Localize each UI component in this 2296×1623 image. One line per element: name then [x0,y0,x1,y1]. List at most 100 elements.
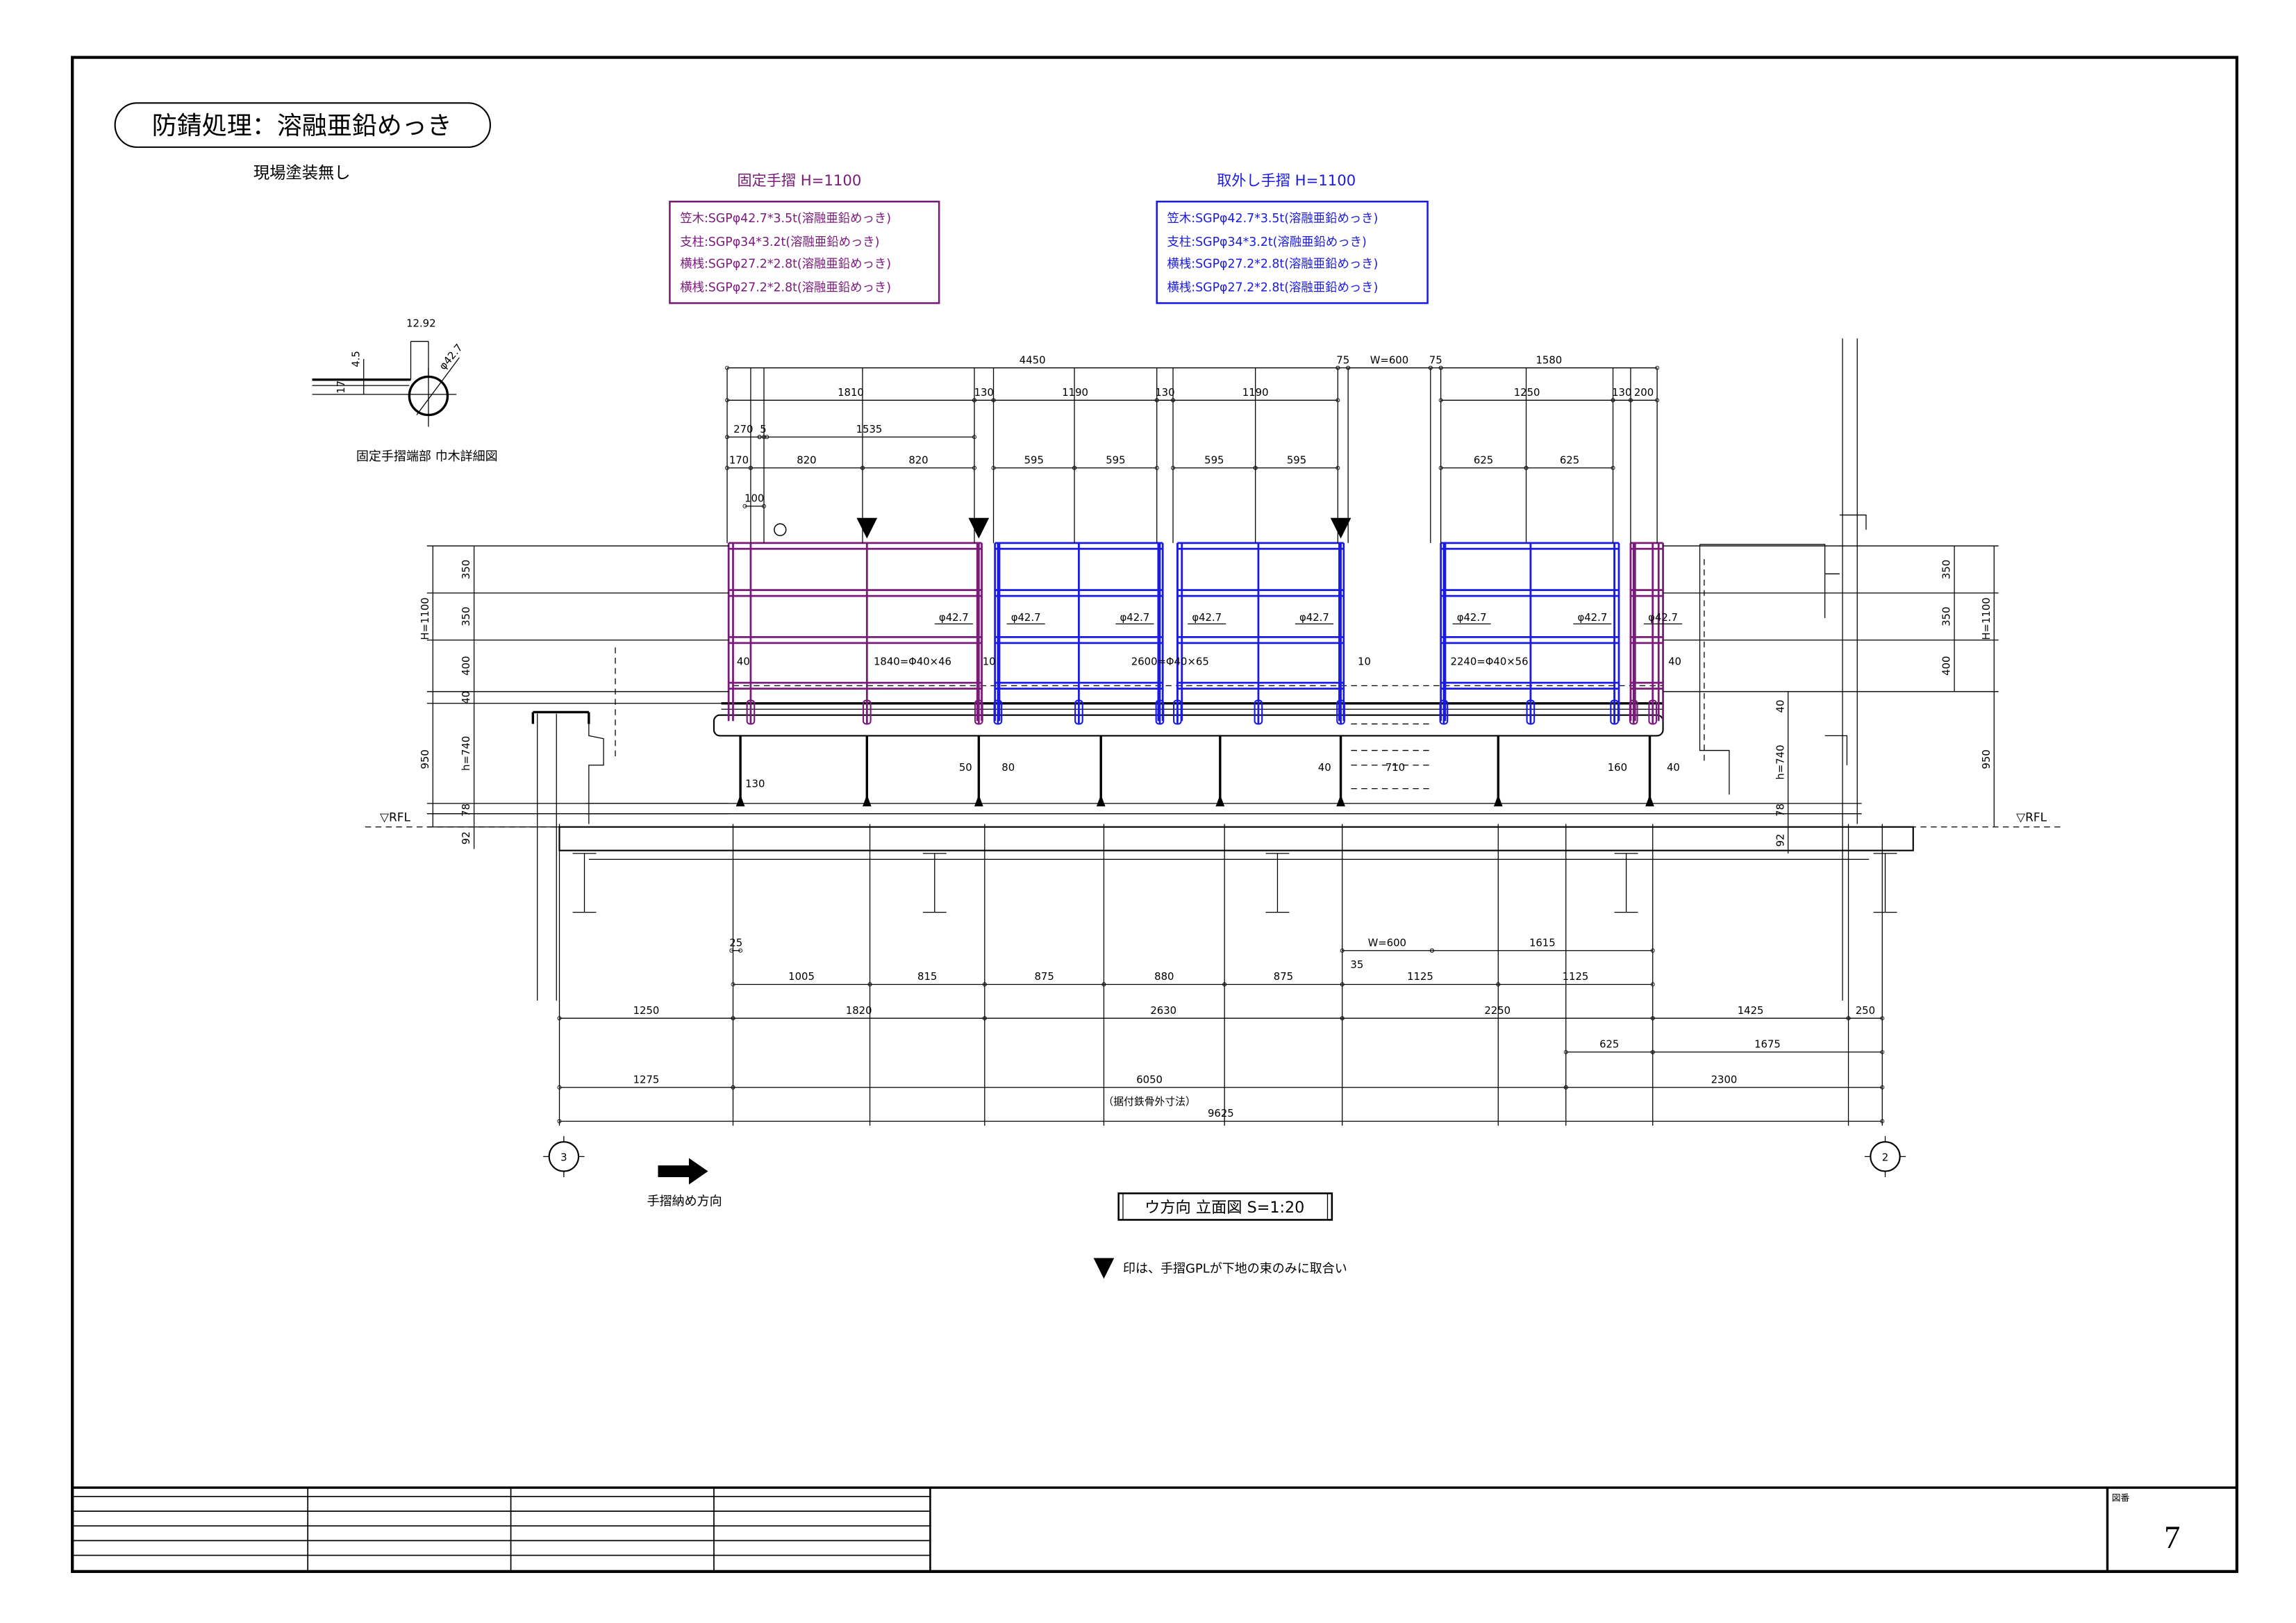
baseboard-detail: 12.92 4.5 17 φ42.7 [312,317,465,427]
dimension-label: 950 [419,749,431,769]
dimension-label: 250 [1856,1005,1875,1017]
dimension-label: 1810 [838,387,864,399]
removable-spec-line: 支柱:SGPφ34*3.2t(溶融亜鉛めっき) [1167,235,1367,249]
inline-dimension-label: 1840=Φ40×46 [874,656,951,668]
note-text: 印は、手摺GPLが下地の束のみに取合い [1123,1262,1347,1276]
dimension-label: 5 [760,424,766,435]
dimension-label: 595 [1024,454,1044,466]
dimension-label: 100 [744,492,764,504]
dimension-label: 875 [1274,971,1293,983]
dimension-label: 350 [1941,560,1953,579]
dimension-label: 625 [1599,1039,1619,1051]
fixed-railing-frame [727,542,983,722]
dimension-label: 400 [460,656,472,676]
dimension-label: 1820 [846,1005,872,1017]
drawing-number-label: 図番 [2112,1492,2130,1503]
fixed-spec-line: 支柱:SGPφ34*3.2t(溶融亜鉛めっき) [680,235,879,249]
dimension-label: 92 [460,831,472,844]
dimension-label: 820 [908,454,928,466]
title-pill-text: 防錆処理：溶融亜鉛めっき [152,112,452,140]
level-label-left: ▽RFL [380,810,411,824]
dimension-label: 820 [797,454,816,466]
dimension-label: 1005 [788,971,815,983]
inline-dimension-label: φ42.7 [939,612,969,624]
fixed-spec-line: 笠木:SGPφ42.7*3.5t(溶融亜鉛めっき) [680,212,891,226]
dimension-label: 625 [1560,454,1579,466]
inline-dimension-label: 2600=Φ40×65 [1131,656,1209,668]
dimension-label: 78 [460,804,472,817]
dimension-label: 78 [1774,804,1786,817]
i-beam [1614,853,1638,913]
dimension-label: 625 [1474,454,1493,466]
dimension-label: 2630 [1150,1005,1176,1017]
dimension-label: 1250 [1514,387,1540,399]
dimension-label: W=600 [1370,354,1408,366]
triangle-marker-icon [968,517,990,539]
dimension-label: 1675 [1754,1039,1781,1051]
i-beam [1265,853,1290,913]
dimension-label: 350 [1941,607,1953,626]
removable-railing-title: 取外し手摺 H=1100 [1217,172,1356,189]
dimension-label: 75 [1336,354,1349,366]
inline-dimension-label: 130 [745,779,765,790]
dimension-label: 350 [460,607,472,626]
dimension-label: 4450 [1020,354,1046,366]
removable-railing-frame [994,542,1164,722]
dimension-label: 25 [729,937,742,949]
dimension-label: 1125 [1563,971,1589,983]
dimension-label: 2250 [1484,1005,1511,1017]
sheet-border [71,56,2239,1573]
inline-dimension-label: φ42.7 [1577,612,1607,624]
structure [365,338,2061,1001]
grid-marker-2: 2 [1864,1135,1906,1178]
inline-dimension-label: φ42.7 [1299,612,1329,624]
grid-marker-label: 3 [560,1152,567,1164]
title-pill-frame [114,102,491,148]
direction-arrow-icon [658,1158,708,1185]
triangle-marker-icon [1330,517,1351,539]
fixed-railing-frame [1629,542,1664,722]
removable-railing-spec-box [1156,200,1429,304]
dimension-label: H=1100 [1981,597,1993,640]
triangle-marker-icon [1093,1258,1115,1279]
i-beam [922,853,947,913]
dimension-label: 595 [1106,454,1125,466]
triangle-marker-icon [856,517,878,539]
dimension-label: 9625 [1208,1108,1234,1120]
drawing-number: 7 [2164,1520,2180,1556]
detail-caption: 固定手摺端部 巾木詳細図 [356,449,498,464]
fixed-railing-title: 固定手摺 H=1100 [737,172,861,189]
dimension-label: h=740 [1774,744,1786,779]
arrow-label: 手摺納め方向 [647,1194,722,1208]
dimension-label: H=1100 [419,597,431,640]
railing-elevation [727,517,1664,725]
inline-dimension-label: φ42.7 [1457,612,1487,624]
dimension-label: 350 [460,560,472,579]
dimension-label: 815 [917,971,937,983]
dimension-label: 92 [1774,833,1786,847]
dimension-label: 1125 [1407,971,1433,983]
removable-spec-line: 笠木:SGPφ42.7*3.5t(溶融亜鉛めっき) [1167,212,1379,226]
dimension-label: 130 [1155,387,1174,399]
inline-dimension-label: 40 [1318,762,1331,774]
dimension-label: 6050 [1136,1074,1163,1085]
inline-dimension-label: φ42.7 [1011,612,1041,624]
dimension-label: 1615 [1529,937,1556,949]
inline-dimension-label: φ42.7 [1648,612,1678,624]
dimension-label: 40 [1774,700,1786,713]
subtitle: 現場塗装無し [253,163,351,182]
removable-spec-line: 横桟:SGPφ27.2*2.8t(溶融亜鉛めっき) [1167,258,1379,272]
detail-dim: 4.5 [350,351,362,367]
dimension-label: 270 [733,424,753,435]
dimension-label: 1275 [633,1074,660,1085]
removable-railing-frame [1176,542,1345,722]
inline-dimension-label: 2240=Φ40×56 [1451,656,1529,668]
removable-spec-line: 横桟:SGPφ27.2*2.8t(溶融亜鉛めっき) [1167,281,1379,295]
dimension-label: 1580 [1536,354,1562,366]
detail-dim: 12.92 [406,317,435,329]
view-title: ウ方向 立面図 S=1:20 [1145,1199,1304,1217]
fixed-spec-line: 横桟:SGPφ27.2*2.8t(溶融亜鉛めっき) [680,281,891,295]
inline-dimension-label: 10 [983,656,996,668]
dimension-label: 1425 [1738,1005,1764,1017]
dimension-label: 400 [1941,656,1953,676]
